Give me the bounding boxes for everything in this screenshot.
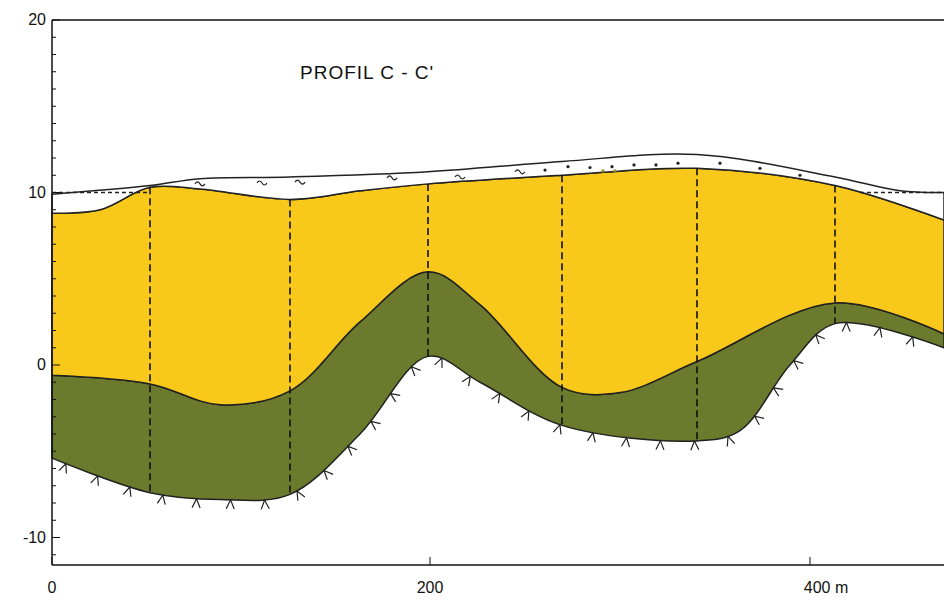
axis-value: 0 <box>37 356 46 374</box>
borehole-line <box>289 199 291 494</box>
profile-title: PROFIL C - C' <box>300 62 434 84</box>
axis-value: 200 <box>417 579 444 597</box>
axis-value: 20 <box>28 11 46 29</box>
cover-layer <box>52 154 944 220</box>
bedrock-ticks <box>59 323 914 510</box>
borehole-line <box>149 187 151 492</box>
borehole-line <box>696 168 698 441</box>
axis-value: -10 <box>23 529 46 547</box>
borehole-line <box>427 184 429 357</box>
axis-value: 0 <box>48 579 57 597</box>
axes <box>52 20 944 565</box>
borehole-line <box>561 175 563 425</box>
borehole-line <box>834 186 836 324</box>
sand-layer <box>52 168 944 405</box>
axis-value: 400 m <box>804 579 848 597</box>
axis-value: 10 <box>28 184 46 202</box>
cover-symbols <box>195 162 802 186</box>
water-level-line <box>52 192 944 193</box>
